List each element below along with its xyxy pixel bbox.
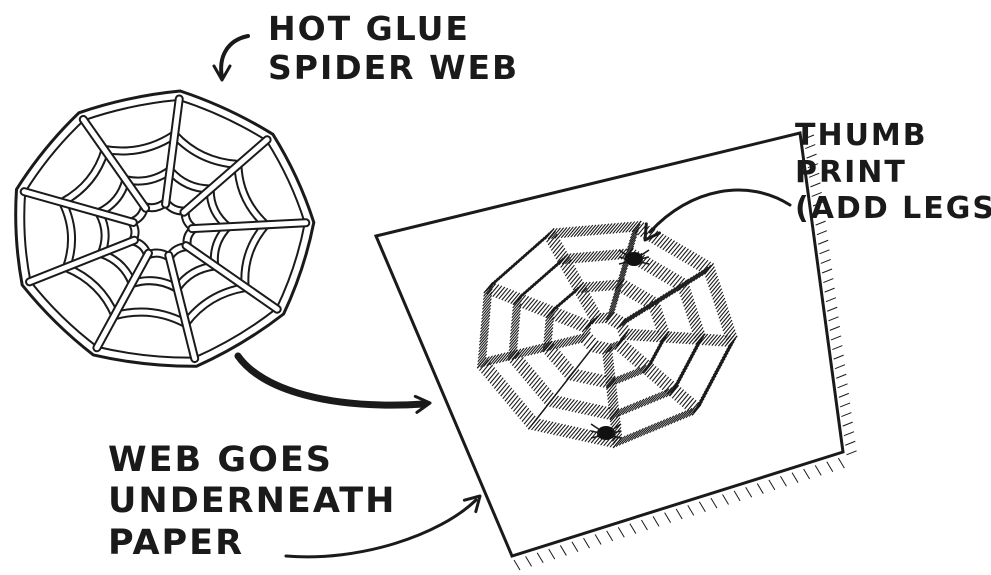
shadow-hatch (549, 549, 555, 559)
shadow-hatch (831, 336, 841, 340)
arrow-web-to-paper (238, 356, 424, 405)
shadow-hatch (560, 545, 566, 555)
label-line: PAPER (108, 523, 396, 564)
shadow-hatch (817, 231, 827, 235)
shadow-hatch (734, 491, 740, 501)
shadow-hatch (711, 498, 717, 508)
shadow-hatch (827, 462, 833, 472)
shadow-hatch (838, 458, 844, 468)
shadow-hatch (841, 413, 851, 417)
shadow-hatch (815, 465, 821, 475)
shadow-hatch (746, 487, 752, 497)
shadow-hatch (537, 553, 543, 563)
shadow-hatch (665, 513, 671, 523)
hot-glue-web (16, 91, 314, 366)
shadow-hatch (821, 259, 831, 263)
shadow-hatch (769, 480, 775, 490)
shadow-hatch (676, 509, 682, 519)
label-line: HOT GLUE (268, 10, 519, 49)
shadow-hatch (847, 451, 857, 455)
paper-sheet (376, 133, 857, 570)
shadow-hatch (829, 317, 839, 321)
shadow-hatch (825, 288, 835, 292)
shadow-hatch (844, 432, 854, 436)
shadow-hatch (584, 538, 590, 548)
label-line: THUMB (795, 118, 991, 155)
shadow-hatch (688, 505, 694, 515)
shadow-hatch (822, 269, 832, 273)
label-line: (ADD LEGS) (795, 191, 991, 228)
shadow-hatch (835, 365, 845, 369)
shadow-hatch (607, 531, 613, 541)
shadow-hatch (792, 473, 798, 483)
label-hot-glue-spider-web: HOT GLUE SPIDER WEB (268, 10, 519, 88)
shadow-hatch (843, 422, 853, 426)
shadow-hatch (780, 476, 786, 486)
shadow-hatch (830, 326, 840, 330)
shadow-hatch (818, 240, 828, 244)
shadow-hatch (840, 403, 850, 407)
shadow-hatch (653, 516, 659, 526)
label-web-goes-underneath-paper: WEB GOES UNDERNEATH PAPER (108, 440, 396, 564)
spider-thumbprint (619, 250, 649, 266)
shadow-hatch (823, 279, 833, 283)
shadow-hatch (845, 441, 855, 445)
label-thumb-print: THUMB PRINT (ADD LEGS) (795, 118, 991, 228)
shadow-hatch (827, 307, 837, 311)
shadow-hatch (757, 484, 763, 494)
shadow-hatch (819, 250, 829, 254)
shadow-hatch (526, 556, 532, 566)
shadow-hatch (723, 494, 729, 504)
shadow-hatch (699, 502, 705, 512)
label-line: PRINT (795, 155, 991, 192)
spider-thumbprint (591, 424, 621, 440)
label-line: UNDERNEATH (108, 481, 396, 522)
shadow-hatch (804, 469, 810, 479)
shadow-hatch (641, 520, 647, 530)
shadow-hatch (838, 384, 848, 388)
shadow-hatch (834, 355, 844, 359)
shadow-hatch (832, 346, 842, 350)
label-line: SPIDER WEB (268, 49, 519, 88)
label-line: WEB GOES (108, 440, 396, 481)
shadow-hatch (572, 542, 578, 552)
shadow-hatch (826, 298, 836, 302)
shadow-hatch (618, 527, 624, 537)
shadow-hatch (630, 524, 636, 534)
shadow-hatch (514, 560, 520, 570)
shadow-hatch (839, 393, 849, 397)
shadow-hatch (595, 535, 601, 545)
shadow-hatch (836, 374, 846, 378)
